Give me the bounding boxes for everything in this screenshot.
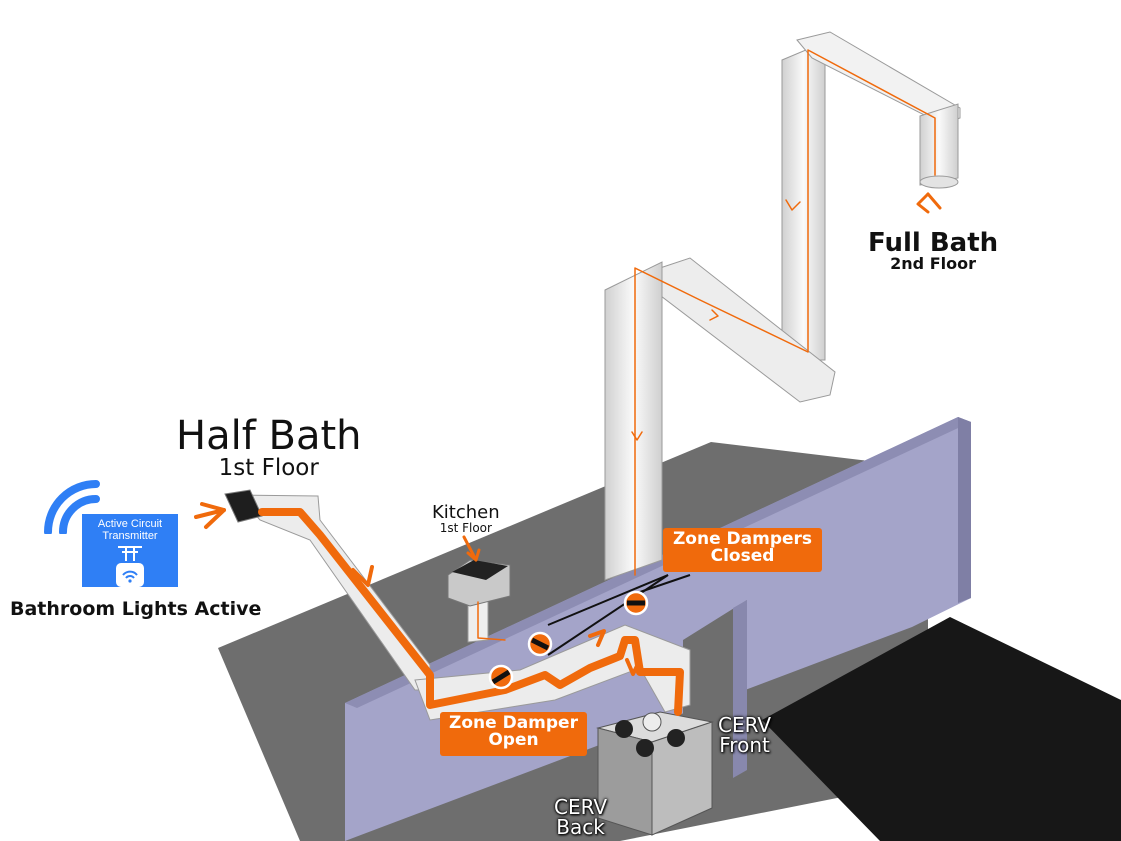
label-cerv-front: CERV Front [718,715,771,755]
airflow-in-arrow-kitchen [462,535,478,562]
label-kitchen-floor: 1st Floor [439,521,492,535]
airflow-in-arrow-kitchen [466,548,481,562]
status-bathroom-lights-active: Bathroom Lights Active [10,598,262,620]
label-half-bath-name: Half Bath [176,413,362,459]
airflow-in-arrow-halfbath [200,502,226,529]
label-full-bath-name: Full Bath [868,228,999,258]
airflow-chevron [709,309,719,321]
airflow-chevron [785,199,801,211]
wall-top-edge [345,417,971,708]
airflow-chevron [351,565,374,587]
duct-lower-vertical [604,261,663,581]
label-cerv-front-line1: CERV [718,713,772,737]
wifi-signal-icon [44,480,100,534]
grille [452,560,508,580]
transmitter-label-line1: Active Circuit [97,518,163,530]
leader-line [547,574,669,626]
transmitter-device-icon [116,546,144,587]
cerv-right-face [651,721,713,836]
airflow-in-arrow-fullbath [926,192,942,210]
label-full-bath: Full Bath 2nd Floor [868,230,998,272]
label-kitchen: Kitchen 1st Floor [432,502,500,535]
airflow-in-arrow-halfbath [194,508,226,519]
tag-zone-dampers-closed-line1: Zone Dampers [672,529,813,549]
label-cerv-back: CERV Back [554,797,607,837]
tag-zone-damper-open: Zone Damper Open [440,712,587,756]
zone-damper-closed-symbol [623,590,649,616]
label-cerv-back-line1: CERV [554,795,608,819]
airflow-chevron [625,658,642,676]
carpet [762,617,1121,841]
cerv-port [667,729,685,747]
tag-zone-dampers-closed: Zone Dampers Closed [663,528,822,572]
airflow-chevron [631,431,643,441]
cerv-port [636,739,654,757]
zone-damper-open-symbol [488,664,514,690]
transmitter-label-line2: Transmitter [102,530,158,542]
label-half-bath: Half Bath 1st Floor [176,416,362,480]
airflow-in-arrow-fullbath [916,192,930,214]
tag-zone-damper-open-line2: Open [488,730,539,750]
doorway-jamb [733,600,747,778]
tag-zone-dampers-closed-line2: Closed [710,546,775,566]
label-cerv-front-line2: Front [719,733,770,757]
cerv-port [615,720,633,738]
airflow-chevron [588,629,606,647]
duct-fullbath-inlet [919,175,959,189]
label-half-bath-floor: 1st Floor [218,455,319,481]
duct-upper-elbow [796,31,961,125]
tag-zone-damper-open-line1: Zone Damper [449,713,578,733]
airflow-thin-kitchen [477,601,506,641]
airflow-thin-upper [634,49,936,576]
active-circuit-transmitter: Active Circuit Transmitter [82,514,178,587]
duct-fullbath-drop [919,103,959,186]
duct-upper-vertical [781,41,826,361]
label-full-bath-floor: 2nd Floor [890,254,976,273]
leader-line [639,574,691,593]
label-cerv-back-line2: Back [556,815,605,839]
cerv-port [642,712,662,732]
zone-damper-closed-symbol [527,631,553,657]
wall-side-edge [958,417,971,603]
label-kitchen-name: Kitchen [432,502,500,523]
